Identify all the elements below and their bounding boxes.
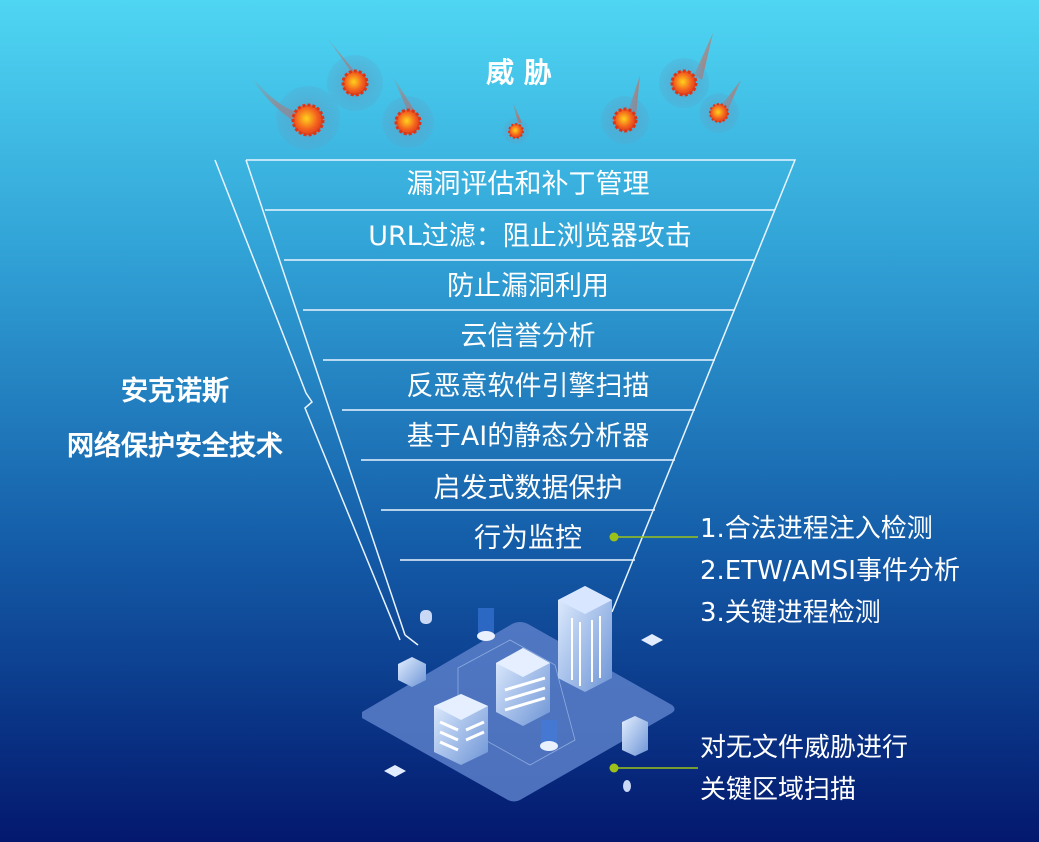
layer-label: 防止漏洞利用 — [447, 271, 609, 302]
tile-icon — [641, 634, 663, 646]
layer-label: 基于AI的静态分析器 — [407, 421, 649, 452]
side-label-line1: 安克诺斯 — [121, 375, 229, 407]
capsule-icon — [623, 780, 631, 792]
fileless-note: 对无文件威胁进行 — [700, 733, 908, 763]
layer-label: 漏洞评估和补丁管理 — [407, 169, 650, 200]
dot-icon — [609, 763, 619, 773]
meteor-icon — [659, 33, 713, 108]
cube-icon — [398, 657, 426, 687]
tile-icon — [384, 765, 406, 777]
node-icon — [540, 720, 558, 751]
meteor-icon — [325, 35, 383, 111]
behavior-note: 1.合法进程注入检测 — [700, 514, 933, 544]
meteor-icon — [699, 80, 741, 133]
node-icon — [477, 608, 495, 641]
dot-icon — [609, 532, 619, 542]
isometric-network-illustration — [362, 586, 675, 802]
fileless-connector — [609, 763, 698, 773]
behavior-note: 3.关键进程检测 — [700, 598, 881, 628]
funnel-layers: 漏洞评估和补丁管理 URL过滤：阻止浏览器攻击 防止漏洞利用 云信誉分析 反恶意… — [368, 169, 692, 554]
database-icon — [420, 610, 432, 624]
building-icon — [434, 694, 488, 765]
layer-label: 云信誉分析 — [461, 321, 596, 352]
layer-label: 启发式数据保护 — [434, 473, 623, 504]
meteor-icon — [503, 100, 529, 144]
side-label-line2: 网络保护安全技术 — [67, 430, 283, 462]
meteor-icon — [601, 75, 649, 144]
behavior-connector — [609, 532, 698, 542]
funnel — [214, 159, 797, 646]
layer-label: 反恶意软件引擎扫描 — [407, 371, 650, 402]
building-icon — [558, 586, 612, 692]
bracket-line — [214, 159, 401, 641]
layer-label: URL过滤：阻止浏览器攻击 — [368, 221, 692, 252]
meteor-icon — [250, 75, 340, 150]
threat-meteors — [250, 33, 741, 150]
layer-label: 行为监控 — [474, 523, 582, 554]
fileless-note: 关键区域扫描 — [700, 775, 856, 805]
server-icon — [622, 716, 648, 756]
meteor-icon — [382, 75, 434, 148]
building-icon — [496, 648, 550, 726]
threat-label: 威 胁 — [486, 56, 552, 89]
behavior-note: 2.ETW/AMSI事件分析 — [700, 556, 960, 586]
